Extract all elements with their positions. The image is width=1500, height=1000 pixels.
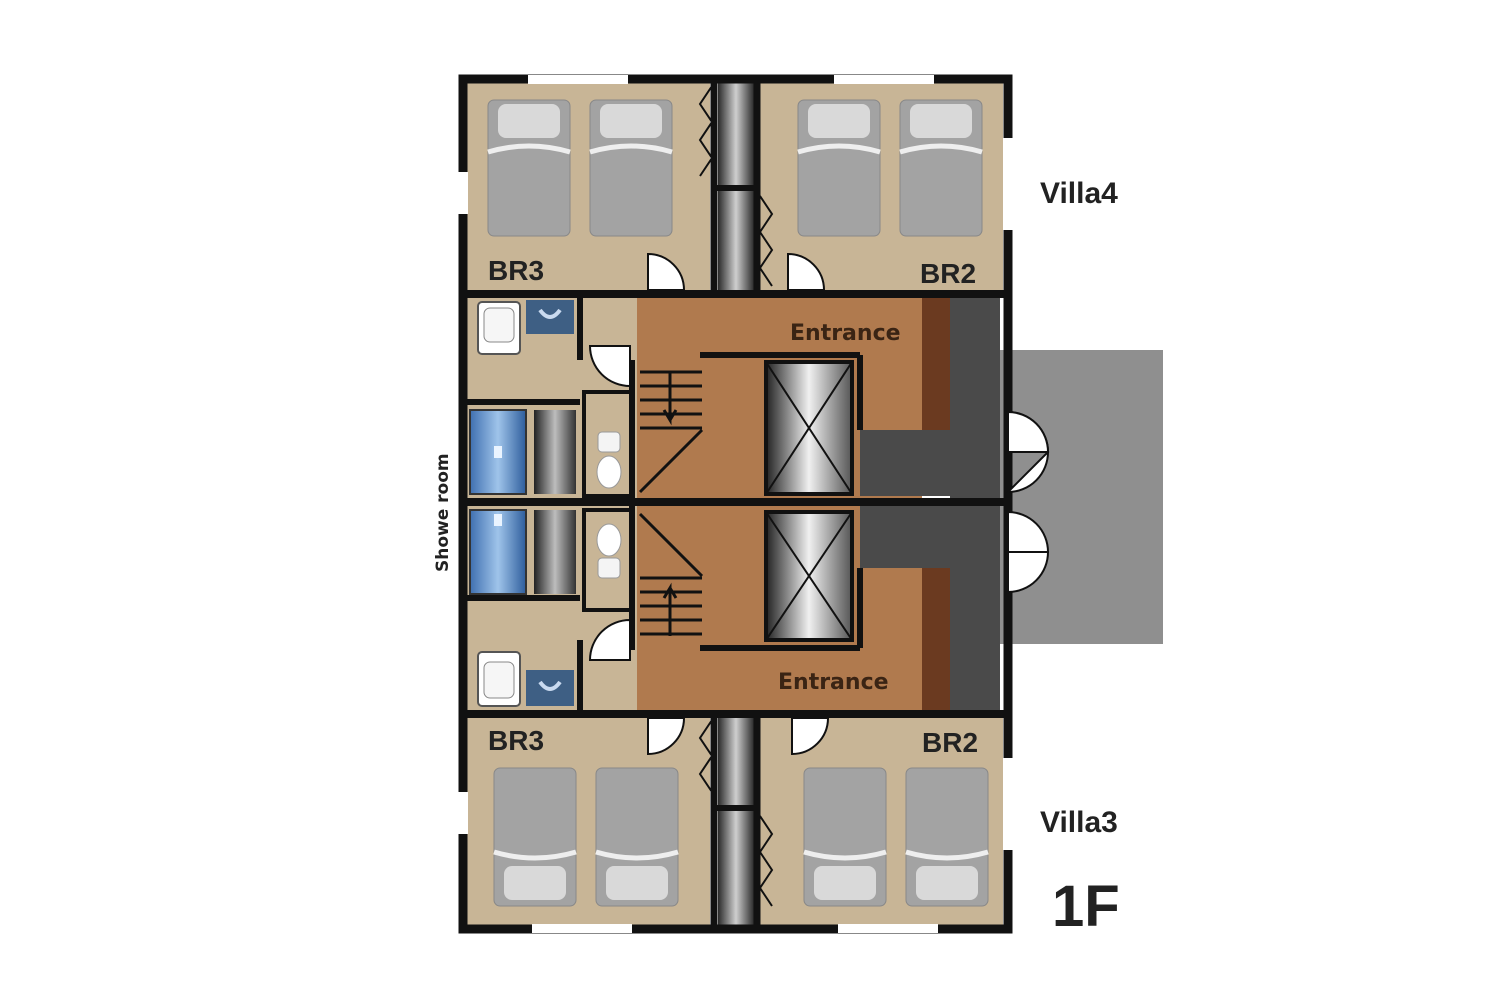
bed <box>493 767 577 907</box>
elevator-lower <box>764 510 854 642</box>
bed <box>589 99 673 237</box>
shower-upper <box>469 409 527 495</box>
staircase-upper <box>638 358 704 494</box>
villa-label-villa3: Villa3 <box>1040 806 1118 839</box>
villa-label-villa4: Villa4 <box>1040 177 1118 210</box>
bed <box>905 767 989 907</box>
room-label-villa3-br2: BR2 <box>922 727 978 758</box>
bed <box>899 99 983 237</box>
bed <box>803 767 887 907</box>
room-label-villa4-br3: BR3 <box>488 255 544 286</box>
bed <box>487 99 571 237</box>
room-label-villa4-br2: BR2 <box>920 258 976 289</box>
bath-unit-lower <box>534 510 576 594</box>
washbasin-lower <box>477 651 574 707</box>
wardrobe-shaft-lower <box>718 718 754 925</box>
terrace <box>1000 350 1163 644</box>
door-swings <box>588 252 1050 756</box>
shower-room-label: Showe room <box>433 453 453 572</box>
bed <box>595 767 679 907</box>
walls <box>458 74 1013 934</box>
toilet-fixture-lower <box>596 523 622 579</box>
entrance-label-villa4: Entrance <box>790 321 901 346</box>
washbasin-upper <box>477 300 574 355</box>
windows <box>458 75 1013 933</box>
toilet-fixture-upper <box>596 431 622 489</box>
folding-doors <box>698 85 774 907</box>
entrance-label-villa3: Entrance <box>778 670 889 695</box>
staircase-lower <box>638 512 704 648</box>
room-label-villa3-br3: BR3 <box>488 725 544 756</box>
bed <box>797 99 881 237</box>
elevator-upper <box>764 360 854 496</box>
bath-unit-upper <box>534 410 576 494</box>
floor-label: 1F <box>1052 874 1120 939</box>
